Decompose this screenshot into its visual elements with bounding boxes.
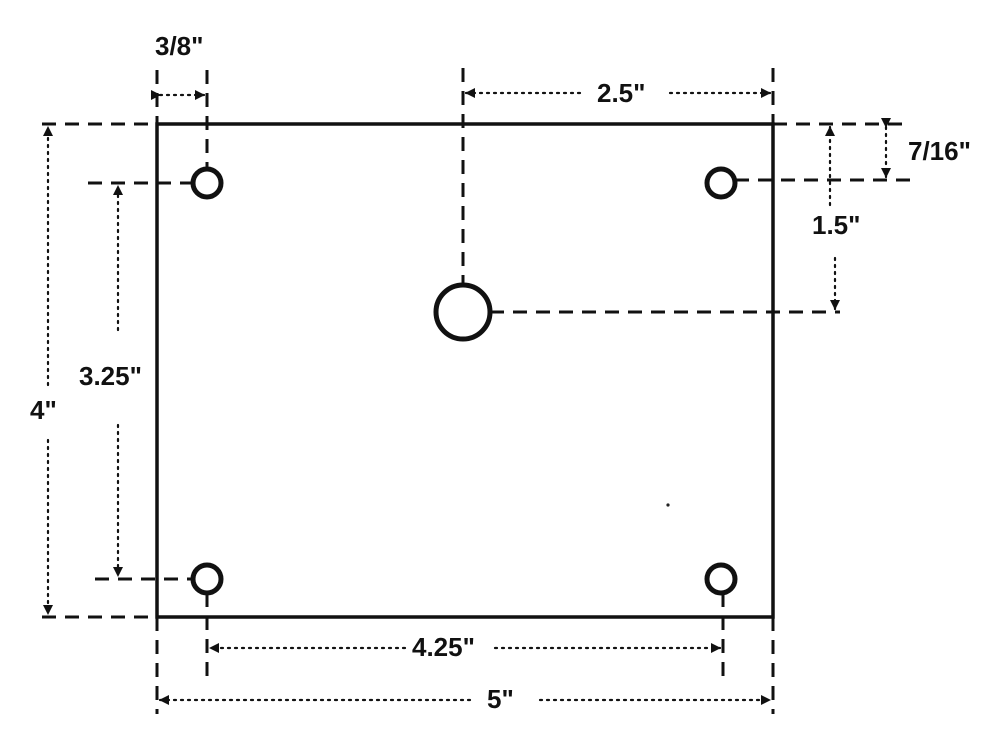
label-hole-edge-offset: 3/8" (155, 31, 203, 61)
label-plate-width: 5" (487, 684, 514, 714)
dimension-lines (43, 88, 891, 705)
scan-speck (666, 503, 670, 507)
label-hole-horizontal-spacing: 4.25" (412, 632, 475, 662)
dimension-labels: 3/8" 2.5" 7/16" 1.5" 3.25" 4" 4.25" 5" (30, 31, 971, 714)
label-center-vertical: 1.5" (812, 210, 860, 240)
label-hole-vertical-spacing: 3.25" (79, 361, 142, 391)
hole-bottom-right (704, 562, 738, 596)
label-center-horizontal: 2.5" (597, 78, 645, 108)
hole-top-right (704, 166, 738, 200)
label-top-hole-offset: 7/16" (908, 136, 971, 166)
hole-top-left (190, 166, 224, 200)
extension-lines (42, 68, 912, 714)
hole-center (433, 282, 493, 342)
label-plate-height: 4" (30, 395, 57, 425)
plate-outline (155, 122, 775, 619)
hole-bottom-left (190, 562, 224, 596)
